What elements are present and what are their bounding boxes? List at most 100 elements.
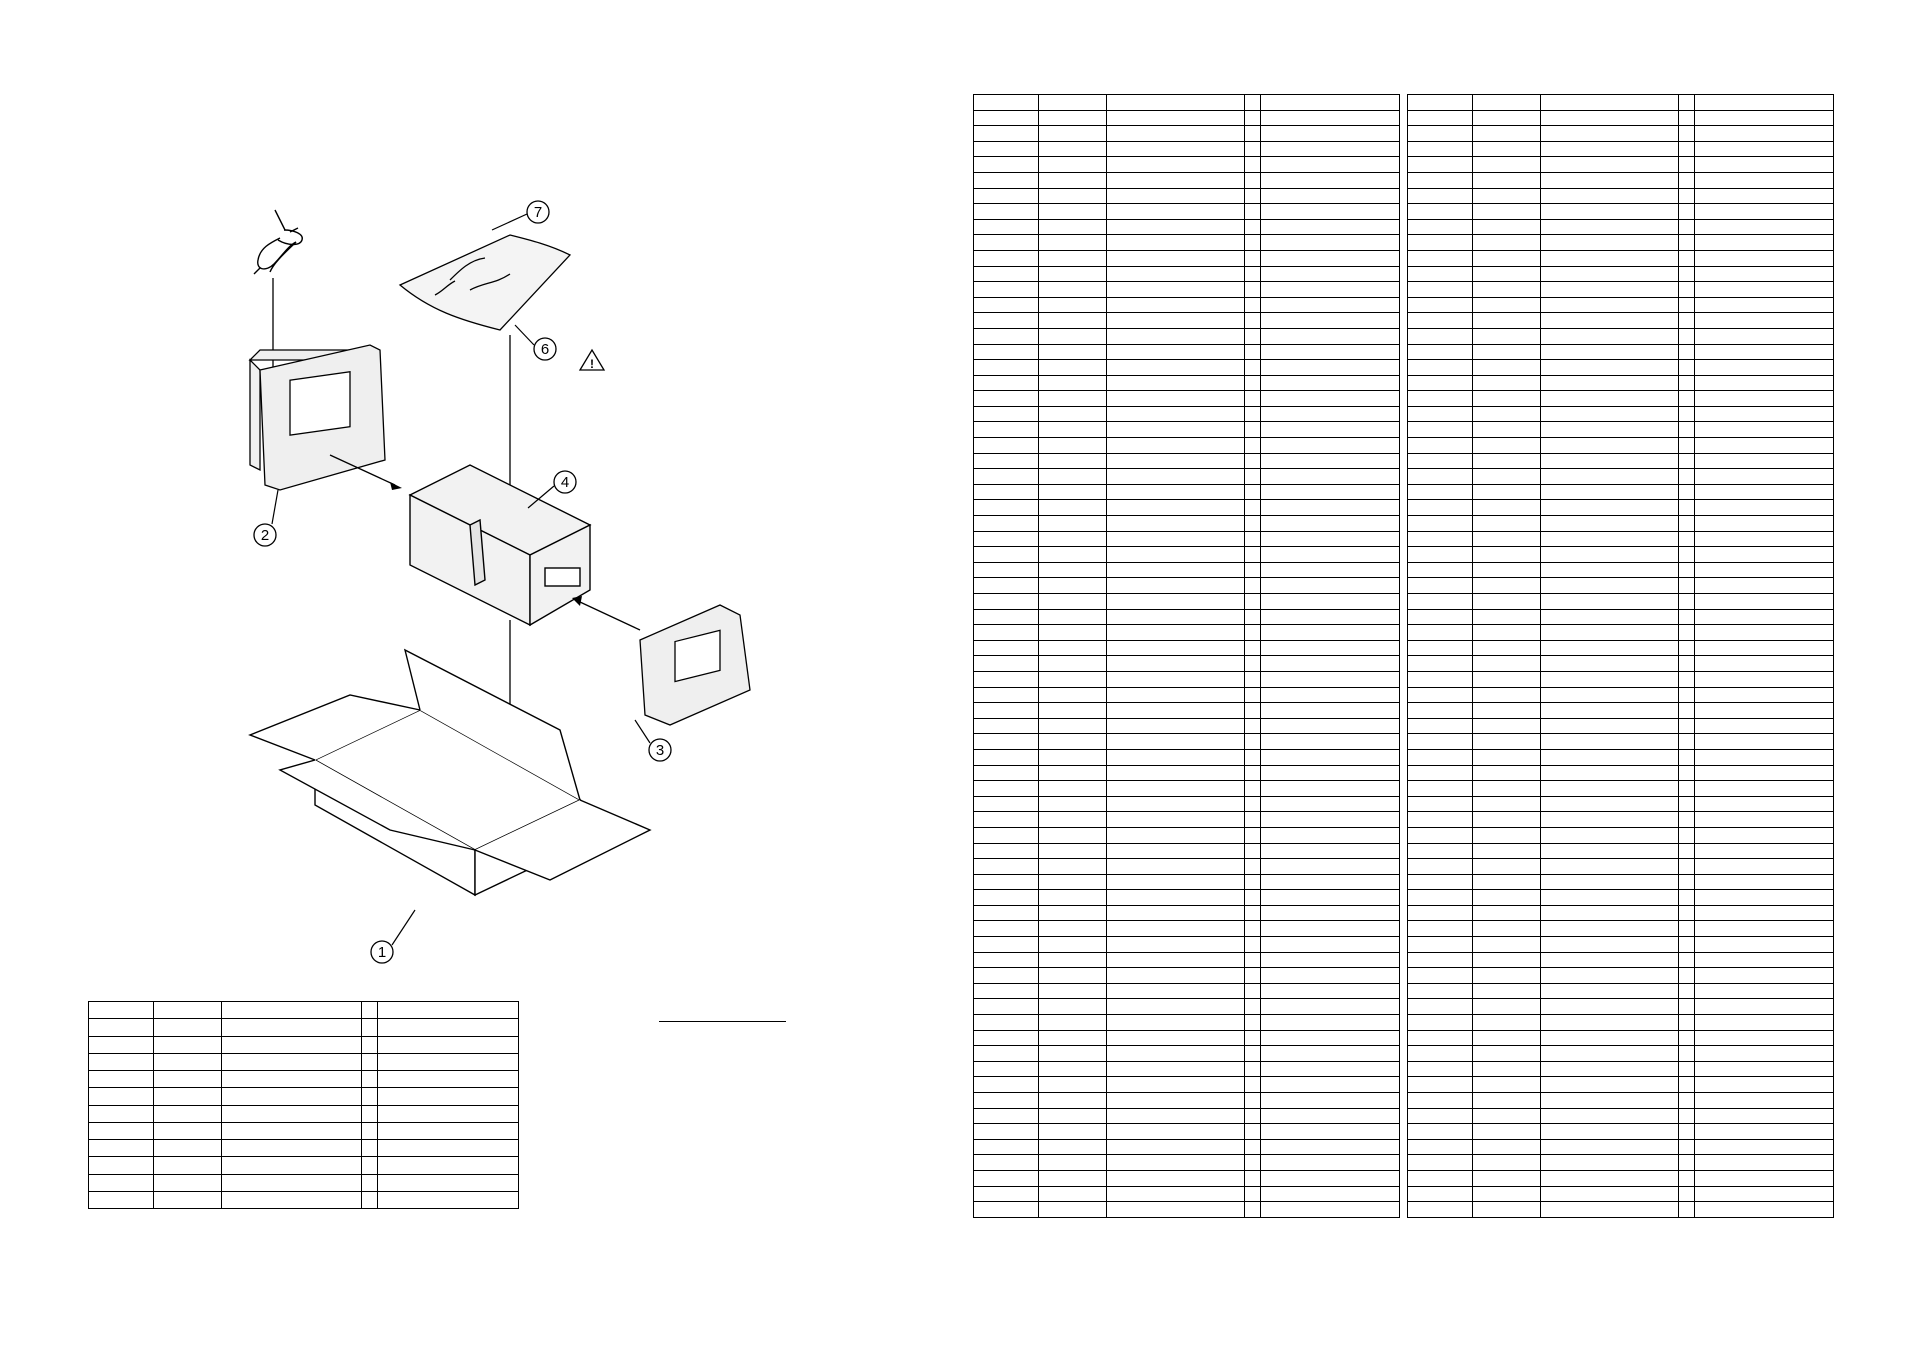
table-row (1407, 546, 1834, 563)
table-row (973, 281, 1400, 298)
table-cell (1106, 359, 1245, 376)
table-cell (1407, 639, 1473, 657)
table-cell (1678, 936, 1695, 953)
table-row (973, 546, 1400, 563)
table-cell (1694, 936, 1834, 953)
table-cell (1260, 748, 1400, 766)
table-cell (153, 1138, 222, 1158)
table-cell (221, 1104, 362, 1123)
table-cell (1407, 374, 1473, 392)
table-cell (973, 608, 1039, 626)
table-cell (1694, 920, 1834, 938)
table-cell (221, 1018, 362, 1037)
table-cell (1038, 171, 1107, 189)
table-row (88, 1156, 519, 1175)
table-cell (1472, 858, 1541, 875)
left-cushion-icon (248, 344, 386, 491)
table-row (973, 515, 1400, 532)
table-cell (361, 1156, 378, 1175)
table-cell (1244, 156, 1261, 173)
main-unit-icon (408, 464, 592, 627)
table-cell (1038, 468, 1107, 485)
table-cell (1106, 702, 1245, 719)
table-cell (973, 936, 1039, 953)
callout-6: 6 (541, 341, 549, 358)
table-cell (1678, 234, 1695, 251)
table-row (1407, 873, 1834, 891)
table-cell (1244, 1185, 1261, 1203)
table-cell (973, 670, 1039, 688)
table-cell (1244, 858, 1261, 875)
table-cell (1260, 1185, 1400, 1203)
table-cell (1678, 717, 1695, 735)
table-cell (1244, 296, 1261, 314)
table-cell (1678, 670, 1695, 688)
table-cell (1678, 94, 1695, 111)
table-cell (1694, 530, 1834, 548)
table-cell (1260, 561, 1400, 579)
table-cell (1694, 546, 1834, 563)
table-cell (88, 1087, 154, 1106)
table-cell (1106, 343, 1245, 361)
table-cell (1407, 421, 1473, 439)
table-row (973, 1060, 1400, 1078)
table-row (1407, 437, 1834, 454)
svg-text:!: ! (590, 357, 594, 371)
table-cell (1407, 109, 1473, 127)
table-cell (1694, 327, 1834, 345)
table-cell (1244, 686, 1261, 704)
table-cell (1694, 670, 1834, 688)
table-cell (973, 249, 1039, 267)
table-cell (221, 1000, 362, 1020)
table-cell (1678, 624, 1695, 641)
table-cell (1694, 1029, 1834, 1047)
table-cell (1678, 889, 1695, 906)
table-cell (973, 1014, 1039, 1031)
table-cell (1540, 811, 1679, 828)
table-cell (1472, 733, 1541, 750)
table-cell (1106, 530, 1245, 548)
table-cell (1540, 1154, 1679, 1171)
table-cell (973, 296, 1039, 314)
table-row (1407, 998, 1834, 1016)
table-row (88, 1069, 519, 1089)
table-cell (1038, 203, 1107, 220)
table-cell (1472, 421, 1541, 439)
table-cell (1678, 265, 1695, 283)
table-cell (1678, 390, 1695, 407)
table-cell (1038, 1045, 1107, 1062)
table-row (973, 967, 1400, 984)
table-cell (1678, 374, 1695, 392)
table-cell (1038, 1123, 1107, 1140)
table-cell (1106, 904, 1245, 922)
table-cell (1472, 1076, 1541, 1093)
table-row (1407, 265, 1834, 283)
table-cell (1244, 608, 1261, 626)
table-cell (973, 717, 1039, 735)
table-cell (1038, 546, 1107, 563)
table-cell (1038, 515, 1107, 532)
table-cell (1472, 281, 1541, 298)
table-cell (1694, 234, 1834, 251)
table-cell (973, 546, 1039, 563)
table-cell (1106, 437, 1245, 454)
table-cell (1038, 577, 1107, 594)
table-cell (1106, 171, 1245, 189)
table-cell (1678, 593, 1695, 610)
table-row (1407, 343, 1834, 361)
table-cell (1244, 873, 1261, 891)
table-cell (1038, 795, 1107, 813)
table-cell (1472, 1092, 1541, 1109)
table-cell (1472, 982, 1541, 1000)
table-cell (1407, 281, 1473, 298)
table-cell (1244, 1169, 1261, 1187)
table-cell (1038, 343, 1107, 361)
table-cell (1694, 858, 1834, 875)
table-cell (1694, 125, 1834, 142)
table-cell (1260, 405, 1400, 423)
table-row (1407, 1045, 1834, 1062)
table-cell (1472, 483, 1541, 501)
table-row (973, 1014, 1400, 1031)
table-cell (1038, 998, 1107, 1016)
table-row (973, 608, 1400, 626)
